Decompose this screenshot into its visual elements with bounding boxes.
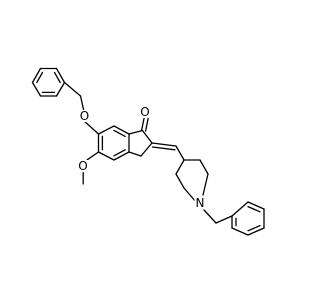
atom-label-piperidine-nitrogen: N xyxy=(194,196,206,210)
n-benzyl-phenyl-ring xyxy=(231,201,265,236)
atom-label-carbonyl-oxygen: O xyxy=(139,105,151,119)
n-benzyl-linker xyxy=(203,209,233,224)
atom-label-methoxy-oxygen: O xyxy=(77,159,89,173)
exocyclic-double-bond xyxy=(151,142,177,151)
atom-label-benzyloxy-oxygen: O xyxy=(79,109,90,123)
benzyloxy-linker xyxy=(63,81,100,135)
benzyl-ether-phenyl-ring xyxy=(31,67,66,97)
piperidine-nitrogen-text: N xyxy=(196,196,205,210)
methoxy-group xyxy=(82,151,100,185)
molecule-structure: O O O N xyxy=(31,67,265,236)
cyclopentanone-ring xyxy=(128,129,153,157)
methoxy-oxygen-text: O xyxy=(78,159,87,173)
indanone-benzene-ring xyxy=(97,125,130,161)
piperidine-ring xyxy=(175,145,209,203)
molecule-canvas: O O O N xyxy=(31,67,265,236)
carbonyl-double-bond xyxy=(140,116,149,132)
carbonyl-oxygen-text: O xyxy=(140,105,149,119)
benzyloxy-oxygen-text: O xyxy=(80,109,89,123)
